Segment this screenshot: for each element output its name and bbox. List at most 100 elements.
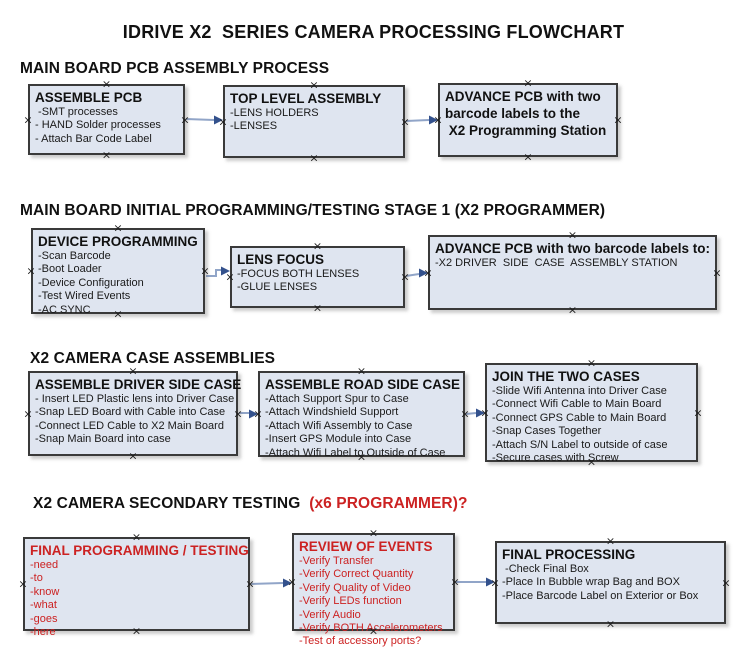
box-item: -Scan Barcode [38, 250, 111, 262]
box-item: - HAND Solder processes [35, 119, 161, 132]
flow-box-device-programming[interactable]: DEVICE PROGRAMMING-Scan Barcode-Boot Loa… [26, 223, 209, 320]
section-heading-text: X2 CAMERA CASE ASSEMBLIES [30, 350, 276, 367]
box-item: -Snap Main Board into case [35, 433, 171, 446]
box-item: -Snap Cases Together [492, 425, 602, 438]
flow-box-lens-focus[interactable]: LENS FOCUS-FOCUS BOTH LENSES-GLUE LENSES… [225, 241, 409, 314]
flow-box-assemble-road-side-case[interactable]: ASSEMBLE ROAD SIDE CASE-Attach Support S… [253, 366, 469, 463]
box-item: -X2 DRIVER SIDE CASE ASSEMBLY STATION [435, 257, 678, 269]
flow-box-assemble-pcb[interactable]: ASSEMBLE PCB -SMT processes- HAND Solder… [23, 79, 189, 161]
connector-arrow[interactable] [405, 268, 428, 278]
box-item: -Boot Loader [38, 263, 102, 276]
box-item: -Insert GPS Module into Case [265, 433, 412, 446]
box-item: -know [30, 585, 60, 598]
box-item: -Connect Wifi Cable to Main Board [492, 398, 662, 411]
box-item: -Attach Windshield Support [265, 406, 399, 419]
box-title: FINAL PROGRAMMING / TESTING [30, 543, 249, 558]
flow-box-top-level-assembly[interactable]: TOP LEVEL ASSEMBLY-LENS HOLDERS-LENSES××… [218, 80, 409, 164]
box-title-line: ADVANCE PCB with two [445, 89, 601, 104]
box-title: ADVANCE PCB with two barcode labels to: [435, 241, 711, 256]
flow-box-final-programming-testing[interactable]: FINAL PROGRAMMING / TESTING-need-to-know… [18, 532, 254, 639]
box-title: ASSEMBLE PCB [35, 90, 143, 105]
connector-line [250, 582, 284, 585]
box-title: ASSEMBLE DRIVER SIDE CASE [35, 377, 242, 392]
box-item: -Verify Correct Quantity [299, 568, 414, 581]
connector-arrow[interactable] [250, 578, 292, 588]
box-item: -Test of accessory ports? [299, 635, 422, 648]
connector-arrow[interactable] [405, 115, 438, 125]
box-item: -goes [30, 612, 58, 625]
connector-arrow[interactable] [206, 266, 230, 277]
box-item: -FOCUS BOTH LENSES [237, 268, 360, 280]
box-item: -Test Wired Events [38, 290, 131, 303]
flow-box-join-the-two-cases[interactable]: JOIN THE TWO CASES-Slide Wifi Antenna in… [480, 358, 702, 468]
box-item: -Connect LED Cable to X2 Main Board [35, 419, 224, 432]
box-item: -Verify BOTH Accelerometers [299, 622, 443, 635]
arrowhead-icon [221, 266, 230, 276]
box-item: -LENS HOLDERS [230, 107, 319, 119]
box-title: JOIN THE TWO CASES [492, 369, 640, 384]
connector-arrow[interactable] [185, 115, 223, 125]
box-title: FINAL PROCESSING [502, 547, 636, 562]
connector-line [206, 269, 221, 277]
arrowhead-icon [486, 577, 495, 587]
box-item: -Attach Wifi Assembly to Case [265, 419, 413, 432]
box-item: -GLUE LENSES [237, 281, 318, 294]
box-item: -Slide Wifi Antenna into Driver Case [492, 385, 667, 397]
box-item: -Snap LED Board with Cable into Case [35, 406, 226, 419]
box-item: -Attach Wifi Label to Outside of Case [265, 446, 446, 459]
connector-line [465, 412, 477, 415]
box-item: -AC SYNC [38, 303, 91, 316]
box-item: -need [30, 559, 59, 571]
arrowhead-icon [214, 115, 223, 125]
box-item: -Place In Bubble wrap Bag and BOX [502, 576, 680, 589]
box-title: TOP LEVEL ASSEMBLY [230, 91, 382, 106]
connector-arrow[interactable] [456, 577, 495, 587]
section-heading-text: X2 CAMERA SECONDARY TESTING [33, 495, 310, 512]
connector-arrow[interactable] [465, 408, 485, 418]
box-item: -Attach S/N Label to outside of case [492, 438, 668, 451]
box-item: -Attach Support Spur to Case [265, 393, 409, 405]
box-item: -Secure cases with Screw [492, 452, 619, 465]
box-item: -Verify Transfer [299, 555, 374, 567]
box-item: -Verify Audio [299, 608, 361, 621]
box-item: -Device Configuration [38, 276, 144, 289]
box-item: -what [30, 599, 57, 612]
box-item: -Verify Quality of Video [299, 581, 411, 594]
section-heading-text: MAIN BOARD INITIAL PROGRAMMING/TESTING S… [20, 202, 606, 219]
box-item: -to [30, 572, 43, 585]
connector-line [185, 118, 215, 121]
box-title-line: barcode labels to the [445, 106, 581, 121]
section-heading: X2 CAMERA CASE ASSEMBLIES [30, 350, 275, 368]
section-heading-text: MAIN BOARD PCB ASSEMBLY PROCESS [20, 60, 330, 77]
connector-arrow[interactable] [239, 409, 258, 419]
flow-box-advance-pcb-to-case-assembly[interactable]: ADVANCE PCB with two barcode labels to:-… [423, 230, 721, 316]
flowchart-title: IDRIVE X2 SERIES CAMERA PROCESSING FLOWC… [122, 22, 625, 42]
box-title: DEVICE PROGRAMMING [38, 234, 198, 249]
box-item: - Attach Bar Code Label [35, 132, 152, 145]
section-heading-text: (x6 PROGRAMMER)? [309, 495, 468, 512]
section-heading: X2 CAMERA SECONDARY TESTING (x6 PROGRAMM… [33, 495, 468, 513]
connector-line [405, 273, 420, 277]
arrowhead-icon [249, 409, 258, 419]
section-heading: MAIN BOARD PCB ASSEMBLY PROCESS [20, 60, 329, 78]
box-title-line: X2 Programming Station [445, 123, 607, 138]
connector-line [405, 119, 430, 122]
arrowhead-icon [476, 408, 485, 418]
box-title: ASSEMBLE ROAD SIDE CASE [265, 377, 461, 392]
section-heading: MAIN BOARD INITIAL PROGRAMMING/TESTING S… [20, 202, 605, 220]
box-item: -Verify LEDs function [299, 595, 402, 608]
flow-box-advance-pcb-to-programming-station[interactable]: ADVANCE PCB with two barcode labels to th… [433, 78, 622, 163]
box-item: -Check Final Box [502, 563, 589, 575]
arrowhead-icon [283, 578, 292, 588]
box-title: LENS FOCUS [237, 252, 325, 267]
box-item: - Insert LED Plastic lens into Driver Ca… [35, 393, 235, 405]
box-title: REVIEW OF EVENTS [299, 539, 433, 554]
flow-box-final-processing[interactable]: FINAL PROCESSING -Check Final Box-Place … [490, 536, 730, 630]
box-item: -here [30, 626, 56, 639]
flow-box-review-of-events[interactable]: REVIEW OF EVENTS-Verify Transfer-Verify … [287, 528, 459, 648]
box-item: -SMT processes [35, 106, 118, 118]
flow-box-assemble-driver-side-case[interactable]: ASSEMBLE DRIVER SIDE CASE- Insert LED Pl… [23, 366, 242, 462]
box-item: -LENSES [230, 120, 278, 133]
